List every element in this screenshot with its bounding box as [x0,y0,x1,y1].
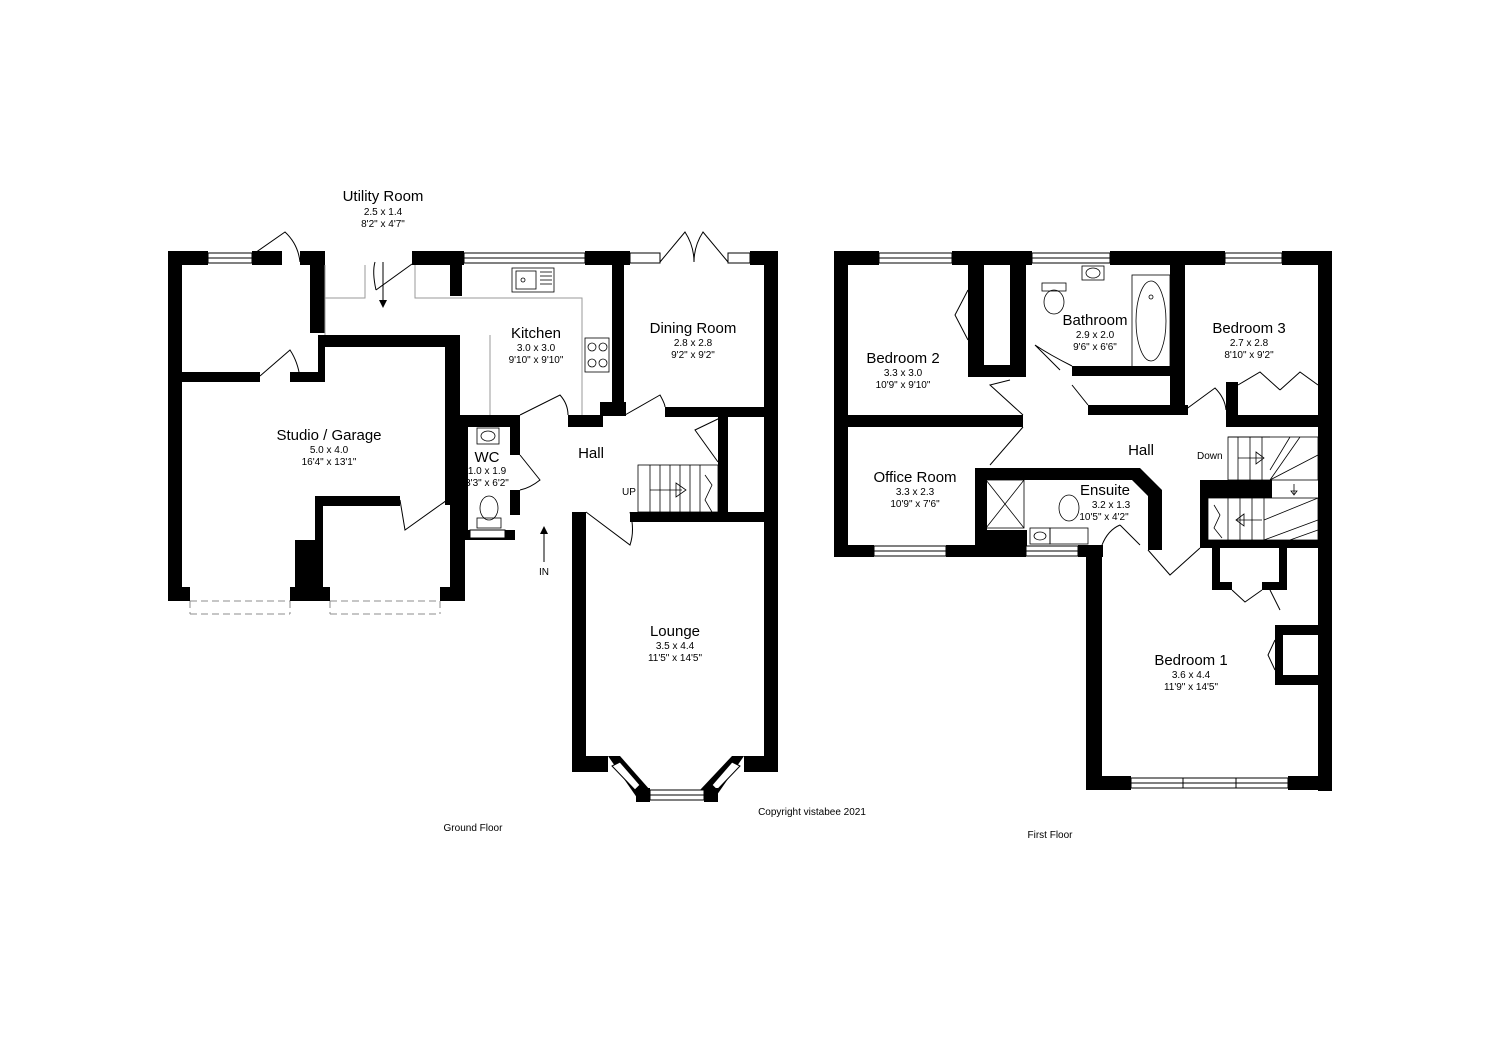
bathroom-imperial: 9'6" x 6'6" [1073,342,1117,353]
wc-fittings [476,427,502,529]
ground-floor-arrows [379,262,548,562]
bedroom3-name: Bedroom 3 [1212,320,1285,337]
room-labels: Utility Room 2.5 x 1.4 8'2" x 4'7" Kitch… [276,188,1285,841]
bathroom-fittings [985,265,1171,545]
ground-floor-label: Ground Floor [444,823,504,834]
bedroom1-name: Bedroom 1 [1154,652,1227,669]
bedroom2-name: Bedroom 2 [866,350,939,367]
first-floor-plan [834,251,1332,791]
utility-room-metric: 2.5 x 1.4 [364,207,403,218]
lounge-imperial: 11'5" x 14'5" [648,653,703,664]
bedroom2-metric: 3.3 x 3.0 [884,368,923,379]
ground-floor-walls [168,251,778,772]
first-stairs-down-label: Down [1197,451,1223,462]
bedroom3-imperial: 8'10" x 9'2" [1224,350,1274,361]
utility-room-imperial: 8'2" x 4'7" [361,219,405,230]
ground-floor-windows [189,252,751,615]
office-room-name: Office Room [873,469,956,486]
first-floor-doors [954,289,1319,671]
copyright-text: Copyright vistabee 2021 [758,807,866,818]
first-floor-stairs [1207,436,1319,541]
studio-garage-metric: 5.0 x 4.0 [310,445,349,456]
bathroom-name: Bathroom [1062,312,1127,329]
office-room-metric: 3.3 x 2.3 [896,487,935,498]
dining-room-imperial: 9'2" x 9'2" [671,350,715,361]
kitchen-name: Kitchen [511,325,561,342]
ensuite-imperial: 10'5" x 4'2" [1079,512,1129,523]
wc-imperial: 3'3" x 6'2" [465,478,509,489]
ground-floor-plan [168,231,778,802]
bedroom1-metric: 3.6 x 4.4 [1172,670,1211,681]
ground-hall-name: Hall [578,445,604,462]
kitchen-imperial: 9'10" x 9'10" [509,355,564,366]
first-floor-windows [873,252,1289,789]
studio-garage-imperial: 16'4" x 13'1" [302,457,357,468]
kitchen-metric: 3.0 x 3.0 [517,343,556,354]
bedroom3-metric: 2.7 x 2.8 [1230,338,1269,349]
ensuite-name: Ensuite [1080,482,1130,499]
ground-floor-doors [251,231,729,546]
ground-floor-stairs [637,464,719,513]
entrance-label: IN [539,567,549,578]
lounge-bay-window [608,756,744,802]
bedroom1-imperial: 11'9" x 14'5" [1164,682,1219,693]
utility-room-name: Utility Room [343,188,424,205]
dining-room-metric: 2.8 x 2.8 [674,338,713,349]
lounge-metric: 3.5 x 4.4 [656,641,695,652]
first-hall-name: Hall [1128,442,1154,459]
dining-room-name: Dining Room [650,320,737,337]
lounge-name: Lounge [650,623,700,640]
bedroom2-imperial: 10'9" x 9'10" [876,380,931,391]
ground-stairs-up-label: UP [622,487,636,498]
wc-name: WC [475,449,500,466]
first-floor-label: First Floor [1028,830,1074,841]
wc-metric: 1.0 x 1.9 [468,466,507,477]
office-room-imperial: 10'9" x 7'6" [890,499,940,510]
bathroom-metric: 2.9 x 2.0 [1076,330,1115,341]
kitchen-fittings [324,265,610,415]
ensuite-metric: 3.2 x 1.3 [1092,500,1131,511]
first-floor-walls [834,251,1332,791]
studio-garage-name: Studio / Garage [276,427,381,444]
